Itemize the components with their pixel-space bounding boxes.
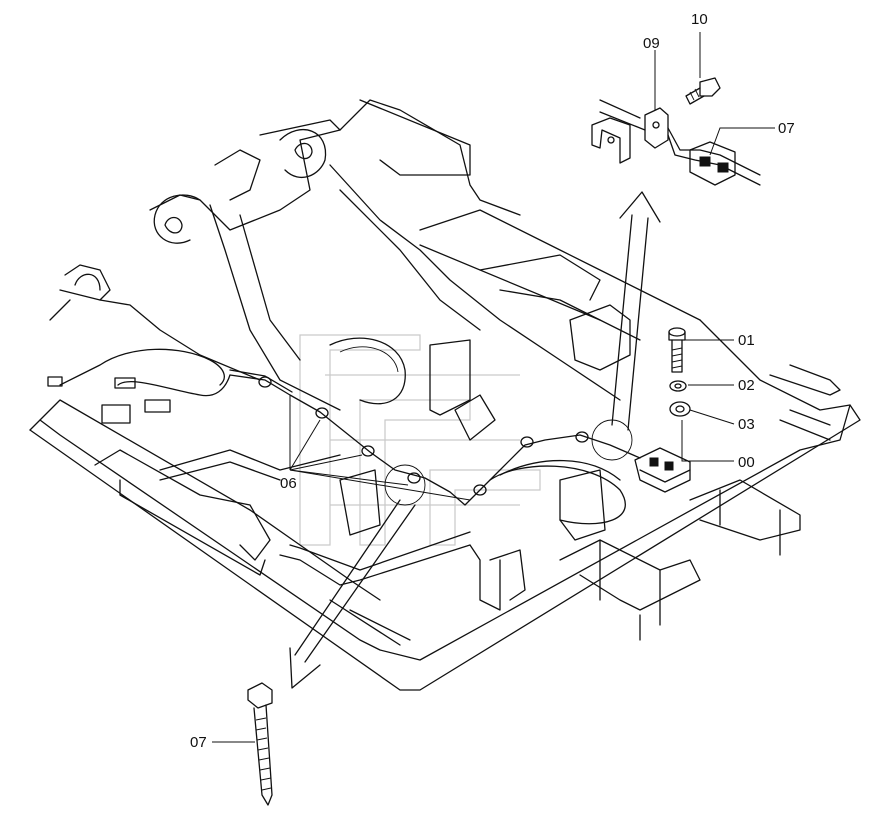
inline-connector xyxy=(144,399,171,413)
watermark xyxy=(299,334,541,546)
switch-assembly xyxy=(634,447,691,493)
clamp xyxy=(575,431,589,443)
flat-washer-03 xyxy=(669,401,691,417)
machine-frame xyxy=(29,99,861,691)
clamp xyxy=(407,472,421,484)
label-03: 03 xyxy=(738,416,755,433)
clamp xyxy=(258,376,272,388)
lock-washer-02 xyxy=(669,380,687,392)
label-10: 10 xyxy=(691,11,708,28)
clamp xyxy=(315,407,329,419)
cable-tie xyxy=(247,682,273,806)
clamp xyxy=(361,445,375,457)
detail-circle xyxy=(384,464,426,506)
label-07-top: 07 xyxy=(778,120,795,137)
detail-bracket xyxy=(591,99,761,186)
relay-box xyxy=(101,404,131,424)
label-00: 00 xyxy=(738,454,755,471)
inline-fuse xyxy=(114,377,136,389)
bolt-10 xyxy=(685,77,721,105)
label-06: 06 xyxy=(280,475,297,492)
clamp xyxy=(520,436,534,448)
connector-plug xyxy=(47,376,63,387)
detail-circle xyxy=(591,419,633,461)
clamp xyxy=(473,484,487,496)
label-07-bottom: 07 xyxy=(190,734,207,751)
part-labels: 10 09 07 01 02 03 00 06 07 xyxy=(190,11,795,751)
wire-harness xyxy=(47,348,641,506)
label-01: 01 xyxy=(738,332,755,349)
bolt-01 xyxy=(668,327,686,373)
label-02: 02 xyxy=(738,377,755,394)
reference-arrows xyxy=(289,191,661,689)
label-09: 09 xyxy=(643,35,660,52)
leader-lines xyxy=(212,32,775,743)
